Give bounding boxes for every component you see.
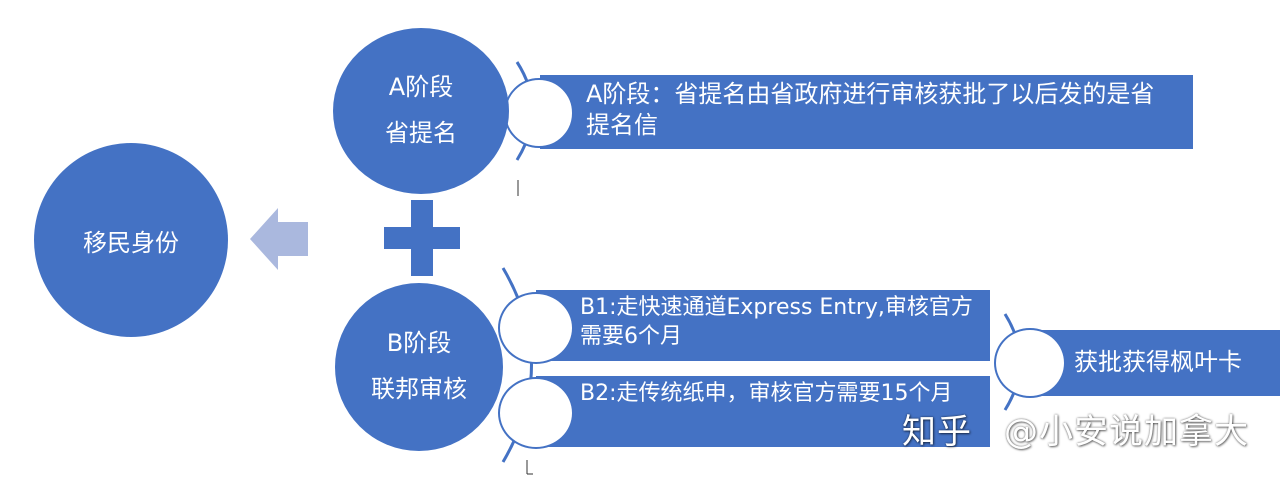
b1-detail-text: B1:走快速通道Express Entry,审核官方需要6个月 <box>580 295 973 349</box>
identity-node: 移民身份 <box>34 143 228 337</box>
result-text: 获批获得枫叶卡 <box>1074 348 1242 376</box>
plus-icon <box>384 200 460 276</box>
stage-b-line2: 联邦审核 <box>371 375 467 403</box>
stage-b-line1: B阶段 <box>386 329 452 358</box>
b1-connector-circle <box>498 292 574 364</box>
watermark-handle: @小安说加拿大 <box>1004 412 1249 452</box>
b1-detail-bar: B1:走快速通道Express Entry,审核官方需要6个月 <box>536 290 990 361</box>
stage-a-node: A阶段 省提名 <box>333 28 509 194</box>
watermark-brand: 知乎 <box>902 412 972 452</box>
a-connector-circle <box>504 78 574 148</box>
b2-detail-bar: B2:走传统纸申，审核官方需要15个月 <box>536 376 990 447</box>
b2-detail-text: B2:走传统纸申，审核官方需要15个月 <box>580 381 953 406</box>
stage-a-line1: A阶段 <box>388 73 454 102</box>
stage-a-line2: 省提名 <box>385 119 457 147</box>
left-arrow-icon <box>250 208 308 270</box>
identity-label: 移民身份 <box>83 228 179 257</box>
a-detail-bar: A阶段：省提名由省政府进行审核获批了以后发的是省提名信 <box>540 75 1193 149</box>
a-detail-text: A阶段：省提名由省政府进行审核获批了以后发的是省提名信 <box>586 80 1155 140</box>
stage-b-node: B阶段 联邦审核 <box>335 283 503 451</box>
result-bar: 获批获得枫叶卡 <box>1034 330 1280 396</box>
b2-connector-circle <box>498 377 574 449</box>
result-connector-circle <box>994 328 1066 398</box>
